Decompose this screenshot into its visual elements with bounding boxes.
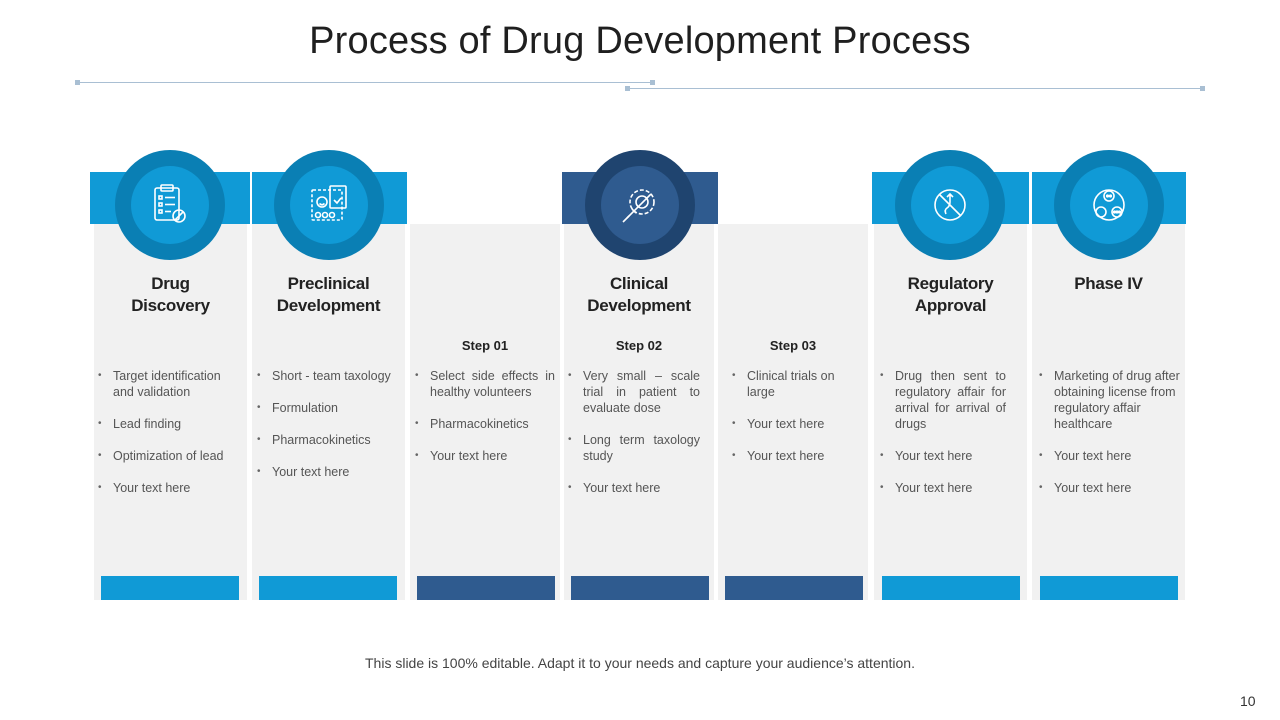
icon-circle-regulatory [895, 150, 1005, 260]
underline-dot [625, 86, 630, 91]
page-title: Process of Drug Development Process [309, 20, 971, 62]
list-item: Pharmacokinetics [411, 416, 555, 432]
stage-list-regulatory: Drug then sent to regulatory affair for … [876, 368, 1006, 512]
stage-bar [571, 576, 709, 600]
underline-dot [650, 80, 655, 85]
stage-list-preclinical: Short - team taxology Formulation Pharma… [253, 368, 405, 496]
icon-circle-preclinical [274, 150, 384, 260]
list-item: Target identification and validation [94, 368, 232, 400]
list-item: Short - team taxology [253, 368, 405, 384]
step-label-2: Step 02 [615, 338, 663, 353]
underline-dot [75, 80, 80, 85]
stage-list-clinical-step2: Very small – scale trial in patient to e… [564, 368, 700, 512]
list-item: Your text here [1035, 480, 1185, 496]
icon-circle-discovery [115, 150, 225, 260]
underline-dot [1200, 86, 1205, 91]
list-item: Your text here [728, 416, 858, 432]
icon-circle-phase4 [1054, 150, 1164, 260]
list-item: Clinical trials on large [728, 368, 858, 400]
list-item: Drug then sent to regulatory affair for … [876, 368, 1006, 432]
network-nodes-icon [1093, 189, 1125, 221]
stage-bar [417, 576, 555, 600]
list-item: Your text here [564, 480, 700, 496]
stage-list-clinical-step1: Select side effects in healthy volunteer… [411, 368, 555, 480]
list-item: Your text here [728, 448, 858, 464]
list-item: Long term taxology study [564, 432, 700, 464]
list-item: Your text here [94, 480, 232, 496]
stage-panel-clinical-step1 [410, 224, 560, 600]
clipboard-checklist-icon [154, 184, 186, 223]
list-item: Marketing of drug after obtaining licens… [1035, 368, 1185, 432]
footer-note: This slide is 100% editable. Adapt it to… [365, 655, 915, 671]
list-item: Your text here [1035, 448, 1185, 464]
list-item: Very small – scale trial in patient to e… [564, 368, 700, 416]
icon-circle-clinical [585, 150, 695, 260]
lab-sample-icon [311, 185, 347, 221]
step-label-1: Step 01 [461, 338, 509, 353]
stage-bar [259, 576, 397, 600]
stage-panel-clinical-step3 [718, 224, 868, 600]
stage-bar [101, 576, 239, 600]
title-underline-left [77, 82, 652, 83]
list-item: Optimization of lead [94, 448, 232, 464]
step-label-3: Step 03 [769, 338, 817, 353]
list-item: Your text here [411, 448, 555, 464]
list-item: Select side effects in healthy volunteer… [411, 368, 555, 400]
page-number: 10 [1240, 693, 1256, 709]
list-item: Pharmacokinetics [253, 432, 405, 448]
syringe-gear-icon [622, 189, 655, 223]
list-item: Formulation [253, 400, 405, 416]
stage-title-phase4: Phase IV [1074, 274, 1143, 293]
no-entry-icon [934, 189, 966, 221]
stage-list-phase4: Marketing of drug after obtaining licens… [1035, 368, 1185, 512]
title-underline-right [627, 88, 1202, 89]
list-item: Your text here [876, 448, 1006, 464]
stage-bar [882, 576, 1020, 600]
stage-bar [725, 576, 863, 600]
list-item: Your text here [253, 464, 405, 480]
stage-bar [1040, 576, 1178, 600]
stage-panel-discovery [94, 224, 247, 600]
list-item: Lead finding [94, 416, 232, 432]
stage-list-discovery: Target identification and validation Lea… [94, 368, 232, 512]
stage-list-clinical-step3: Clinical trials on large Your text here … [728, 368, 858, 480]
list-item: Your text here [876, 480, 1006, 496]
